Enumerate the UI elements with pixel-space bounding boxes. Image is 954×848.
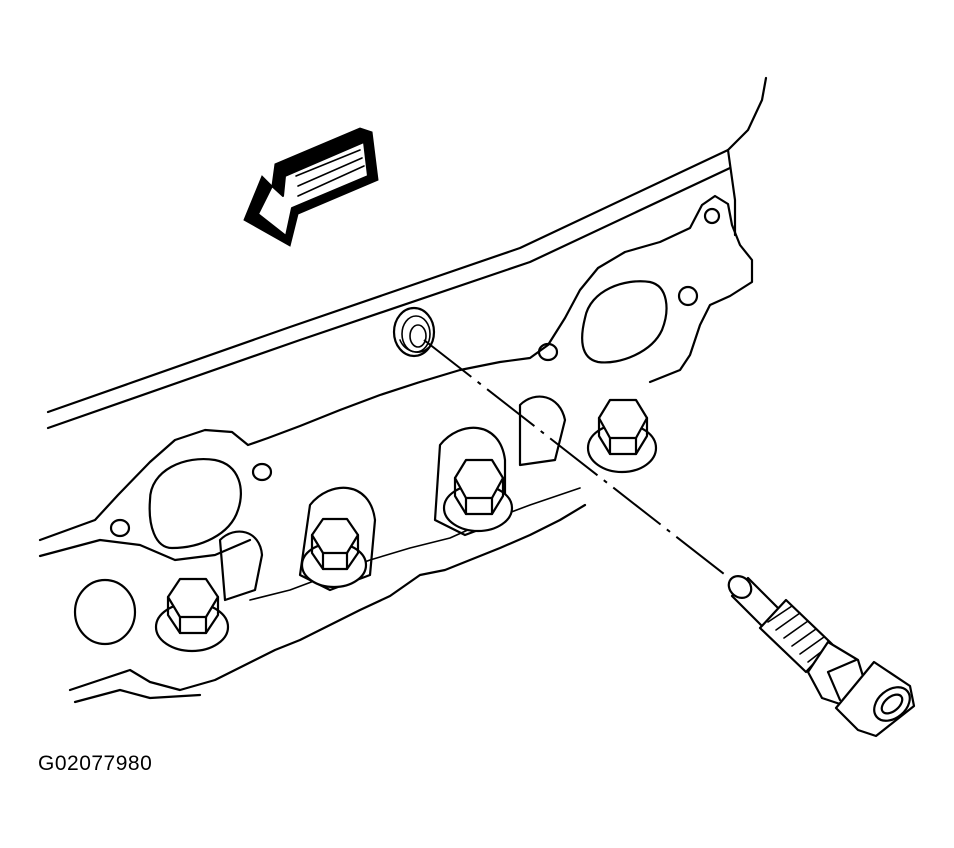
exhaust-port-left	[148, 457, 242, 550]
cylinder-head-outline	[46, 76, 768, 430]
arrow-hatching	[295, 149, 365, 197]
hex-bolt-icon	[442, 458, 514, 533]
figure-code-label: G02077980	[38, 752, 153, 775]
manifold-bolts	[154, 398, 658, 653]
hex-bolt-icon	[154, 577, 230, 653]
installation-leader-line	[423, 339, 743, 589]
port-opening-lower-left	[73, 578, 137, 646]
manifold-gasket-outline	[38, 194, 754, 704]
exhaust-ports	[73, 280, 668, 646]
hex-bolt-icon	[300, 517, 368, 589]
hex-bolt-icon	[586, 398, 658, 474]
threaded-hole-icon	[392, 306, 436, 358]
sensor-threads	[767, 605, 831, 663]
temperature-sensor-icon	[727, 575, 916, 738]
gasket-holes	[109, 207, 721, 538]
bolt-bosses	[218, 395, 567, 602]
front-direction-arrow-icon	[243, 127, 379, 247]
exhaust-port-right	[581, 280, 668, 364]
